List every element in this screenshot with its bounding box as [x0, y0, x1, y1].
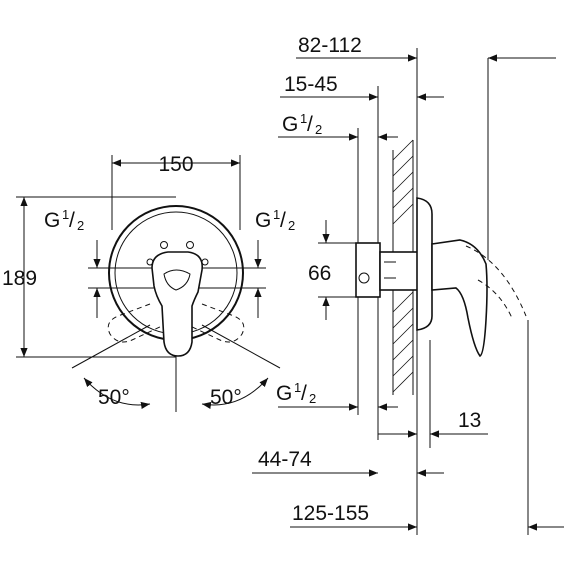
width-label: 150	[158, 153, 193, 176]
thread-label-top: G 1 / 2	[282, 111, 322, 137]
faceplate-profile	[416, 197, 433, 331]
lever-handle-detail	[163, 269, 191, 291]
depth-total-label: 82-112	[298, 34, 362, 57]
valve-port	[358, 272, 370, 284]
thread-label-right: G 1 / 2	[255, 207, 295, 233]
body-height-label: 66	[308, 262, 331, 285]
angle-label-right: 50°	[210, 386, 242, 409]
svg-text:/: /	[69, 209, 75, 232]
plate-thickness-label: 13	[458, 409, 481, 432]
svg-text:/: /	[301, 382, 307, 405]
bolt-right	[201, 258, 209, 266]
overall-label: 125-155	[292, 502, 369, 525]
svg-text:/: /	[307, 113, 313, 136]
svg-text:2: 2	[309, 391, 316, 406]
svg-text:2: 2	[288, 218, 295, 233]
svg-text:G: G	[276, 382, 292, 405]
svg-text:G: G	[282, 113, 298, 136]
svg-text:2: 2	[315, 122, 322, 137]
left-arm-dashed	[107, 303, 163, 343]
lever-swing-dashed	[465, 245, 527, 317]
front-view: 150 189 G 1 / 2 G 1 / 2 50° 50°	[2, 153, 295, 412]
svg-text:1: 1	[294, 380, 301, 395]
lever-handle	[151, 251, 204, 357]
valve-body	[355, 242, 381, 298]
right-arm-dashed	[189, 303, 245, 343]
svg-text:1: 1	[62, 207, 69, 222]
svg-text:2: 2	[77, 218, 84, 233]
angle-arc-left	[83, 377, 151, 409]
thread-label-bottom: G 1 / 2	[276, 380, 316, 406]
angle-arc-right	[201, 377, 269, 409]
wall-hatching	[392, 139, 414, 393]
svg-text:G: G	[255, 209, 271, 232]
height-label: 189	[2, 267, 37, 290]
angle-label-left: 50°	[98, 386, 130, 409]
side-lever	[431, 239, 488, 358]
thread-label-left: G 1 / 2	[44, 207, 84, 233]
svg-text:1: 1	[273, 207, 280, 222]
svg-text:/: /	[280, 209, 286, 232]
svg-text:1: 1	[300, 111, 307, 126]
bolt-top-left	[160, 241, 168, 249]
svg-text:G: G	[44, 209, 60, 232]
depth-rough-label: 15-45	[284, 73, 338, 96]
wall-offset-label: 44-74	[258, 448, 312, 471]
valve-stem	[379, 251, 421, 291]
side-view: 82-112 15-45 G 1 / 2 66 G 1 / 2 13 44-74…	[252, 34, 564, 535]
bolt-top-right	[186, 241, 194, 249]
